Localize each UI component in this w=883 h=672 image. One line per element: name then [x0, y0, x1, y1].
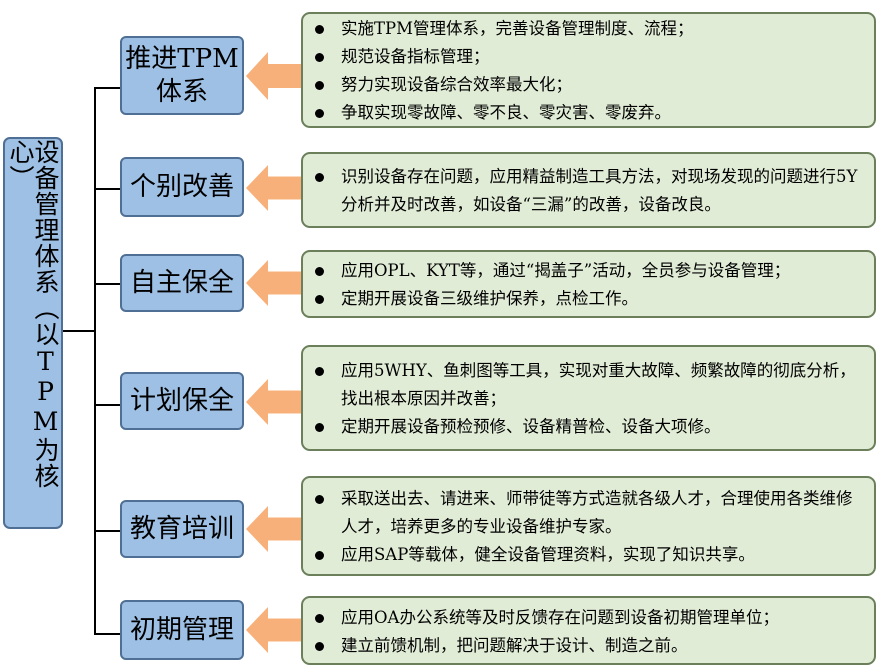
root-node: 设备管理体系（以TPM为核心）: [3, 137, 63, 529]
bullet-icon: [315, 109, 324, 118]
arrow-left-icon: [246, 260, 304, 306]
description-tpm: 实施TPM管理体系，完善设备管理制度、流程； 规范设备指标管理； 努力实现设备综…: [301, 12, 876, 128]
category-label: 自主保全: [129, 267, 234, 298]
branch-line-4: [94, 404, 121, 406]
list-item: 识别设备存在问题，应用精益制造工具方法，对现场发现的问题进行5Y分析并及时改善，…: [311, 163, 866, 219]
arrow-left-icon: [246, 607, 304, 653]
list-item: 努力实现设备综合效率最大化；: [311, 71, 866, 99]
arrow-left-icon: [246, 52, 304, 100]
description-early-management: 应用OA办公系统等及时反馈存在问题到设备初期管理单位； 建立前馈机制，把问题解决…: [301, 596, 876, 665]
bullet-icon: [315, 551, 324, 560]
branch-line-1: [94, 87, 121, 89]
category-tpm: 推进TPM体系: [120, 36, 244, 115]
list-item: 应用OPL、KYT等，通过“揭盖子”活动，全员参与设备管理；: [311, 257, 866, 285]
bullet-icon: [315, 53, 324, 62]
bullet-icon: [315, 641, 324, 651]
arrow-left-icon: [246, 506, 304, 552]
list-item: 实施TPM管理体系，完善设备管理制度、流程；: [311, 15, 866, 43]
list-item: 应用5WHY、鱼刺图等工具，实现对重大故障、频繁故障的彻底分析，找出根本原因并改…: [311, 357, 866, 413]
description-autonomous-maintenance: 应用OPL、KYT等，通过“揭盖子”活动，全员参与设备管理； 定期开展设备三级维…: [301, 250, 876, 318]
list-item: 采取送出去、请进来、师带徒等方式造就各级人才，合理使用各类维修人才，培养更多的专…: [311, 485, 866, 541]
category-training: 教育培训: [120, 500, 244, 558]
arrow-left-icon: [246, 379, 304, 425]
category-planned-maintenance: 计划保全: [120, 372, 244, 430]
branch-line-2: [94, 188, 121, 190]
category-label: 个别改善: [129, 171, 234, 202]
branch-line-6: [94, 633, 121, 635]
trunk-line: [94, 87, 96, 634]
bullet-icon: [315, 25, 324, 34]
list-item: 应用SAP等载体，健全设备管理资料，实现了知识共享。: [311, 541, 866, 569]
description-training: 采取送出去、请进来、师带徒等方式造就各级人才，合理使用各类维修人才，培养更多的专…: [301, 476, 876, 576]
branch-line-5: [94, 530, 121, 532]
description-planned-maintenance: 应用5WHY、鱼刺图等工具，实现对重大故障、频繁故障的彻底分析，找出根本原因并改…: [301, 345, 876, 451]
bullet-icon: [315, 267, 324, 276]
category-label: 教育培训: [129, 513, 234, 544]
bullet-icon: [315, 495, 324, 504]
bullet-icon: [315, 367, 324, 376]
branch-line-3: [94, 283, 121, 285]
category-early-management: 初期管理: [120, 600, 244, 660]
list-item: 定期开展设备预检预修、设备精普检、设备大项修。: [311, 413, 866, 441]
list-item: 规范设备指标管理；: [311, 43, 866, 71]
bullet-icon: [315, 613, 324, 623]
category-label: 推进TPM体系: [125, 43, 239, 107]
arrow-left-icon: [246, 165, 304, 211]
category-autonomous-maintenance: 自主保全: [120, 254, 244, 312]
bullet-icon: [315, 173, 324, 182]
list-item: 建立前馈机制，把问题解决于设计、制造之前。: [311, 632, 866, 660]
description-focused-improvement: 识别设备存在问题，应用精益制造工具方法，对现场发现的问题进行5Y分析并及时改善，…: [301, 152, 876, 228]
list-item: 定期开展设备三级维护保养，点检工作。: [311, 285, 866, 313]
root-connector: [63, 330, 95, 332]
list-item: 争取实现零故障、零不良、零灾害、零废弃。: [311, 99, 866, 127]
bullet-icon: [315, 81, 324, 90]
root-label: 设备管理体系（以TPM为核心）: [6, 139, 60, 489]
category-label: 计划保全: [129, 385, 234, 416]
category-label: 初期管理: [129, 614, 234, 645]
list-item: 应用OA办公系统等及时反馈存在问题到设备初期管理单位；: [311, 604, 866, 632]
bullet-icon: [315, 423, 324, 432]
category-focused-improvement: 个别改善: [120, 157, 244, 217]
bullet-icon: [315, 295, 324, 304]
